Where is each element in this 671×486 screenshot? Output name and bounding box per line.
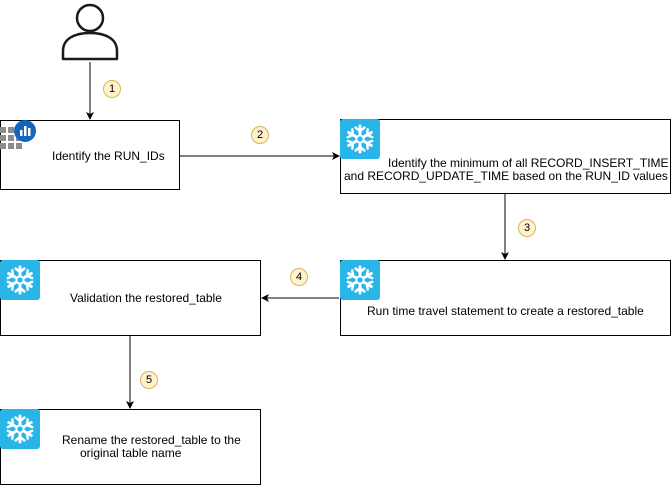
snowflake-icon (0, 260, 40, 300)
step-badge-1: 1 (103, 80, 121, 98)
step-badge-4: 4 (290, 268, 308, 286)
node-rename-line2: original table name (80, 446, 182, 460)
user-icon (61, 3, 119, 61)
node-identify-run-ids-label: Identify the RUN_IDs (52, 149, 165, 163)
node-validation[interactable] (0, 260, 261, 336)
step-badge-2: 2 (251, 126, 269, 144)
node-validation-label: Validation the restored_table (70, 291, 222, 305)
bi-dashboard-icon (0, 120, 36, 149)
node-identify-minimum[interactable] (340, 119, 671, 194)
node-time-travel-label: Run time travel statement to create a re… (367, 304, 644, 318)
node-time-travel[interactable] (340, 260, 671, 336)
step-badge-3: 3 (518, 219, 536, 237)
node-identify-minimum-line1: Identify the minimum of all RECORD_INSER… (388, 156, 669, 170)
node-rename[interactable] (0, 409, 261, 485)
node-rename-line1: Rename the restored_table to the (62, 433, 241, 447)
snowflake-icon (0, 409, 40, 449)
snowflake-icon (340, 119, 380, 159)
node-identify-minimum-line2: and RECORD_UPDATE_TIME based on the RUN_… (344, 169, 668, 183)
snowflake-icon (340, 260, 380, 300)
step-badge-5: 5 (140, 371, 158, 389)
